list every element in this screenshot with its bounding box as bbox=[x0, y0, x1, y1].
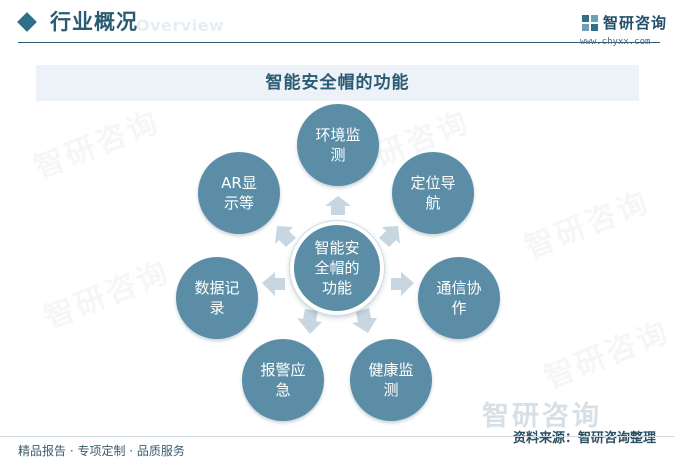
node-label: 通信协作 bbox=[436, 279, 482, 317]
source-note: 资料来源：智研咨询整理 bbox=[513, 431, 657, 446]
header-divider bbox=[18, 42, 660, 43]
node-health: 健康监测 bbox=[350, 339, 432, 421]
node-alarm: 报警应急 bbox=[242, 339, 324, 421]
footer-divider bbox=[0, 436, 674, 437]
node-label: 环境监测 bbox=[315, 126, 361, 164]
node-label: 健康监测 bbox=[368, 361, 414, 399]
title-banner: 智能安全帽的功能 bbox=[36, 65, 639, 101]
arrow-to-nav bbox=[379, 226, 400, 247]
node-ar: AR显示等 bbox=[198, 152, 280, 234]
node-label: 数据记录 bbox=[194, 279, 240, 317]
center-label: 智能安全帽的功能 bbox=[314, 239, 360, 297]
node-nav: 定位导航 bbox=[392, 152, 474, 234]
arrow-to-health bbox=[352, 308, 377, 333]
arrow-to-record bbox=[262, 272, 285, 296]
page-title: 行业概况 bbox=[50, 10, 138, 34]
node-record: 数据记录 bbox=[176, 257, 258, 339]
header-subtitle: Overview bbox=[136, 16, 225, 35]
footer-watermark: 智研咨询 bbox=[482, 401, 602, 432]
logo-icon bbox=[582, 15, 598, 31]
arrow-to-env bbox=[325, 196, 351, 215]
logo-name: 智研咨询 bbox=[603, 14, 668, 32]
node-label: AR显示等 bbox=[221, 174, 257, 212]
node-label: 报警应急 bbox=[260, 361, 306, 399]
node-env: 环境监测 bbox=[297, 104, 379, 186]
node-comm: 通信协作 bbox=[418, 257, 500, 339]
diagram-title: 智能安全帽的功能 bbox=[265, 73, 410, 93]
footer-slogan: 精品报告 · 专项定制 · 品质服务 bbox=[18, 444, 185, 458]
center-node: 智能安全帽的功能 bbox=[290, 221, 384, 315]
arrow-to-alarm bbox=[297, 309, 322, 334]
node-label: 定位导航 bbox=[410, 174, 456, 212]
logo-url[interactable]: www.chyxx.com bbox=[580, 37, 651, 47]
arrow-to-ar bbox=[275, 226, 296, 247]
arrow-to-comm bbox=[391, 272, 414, 296]
